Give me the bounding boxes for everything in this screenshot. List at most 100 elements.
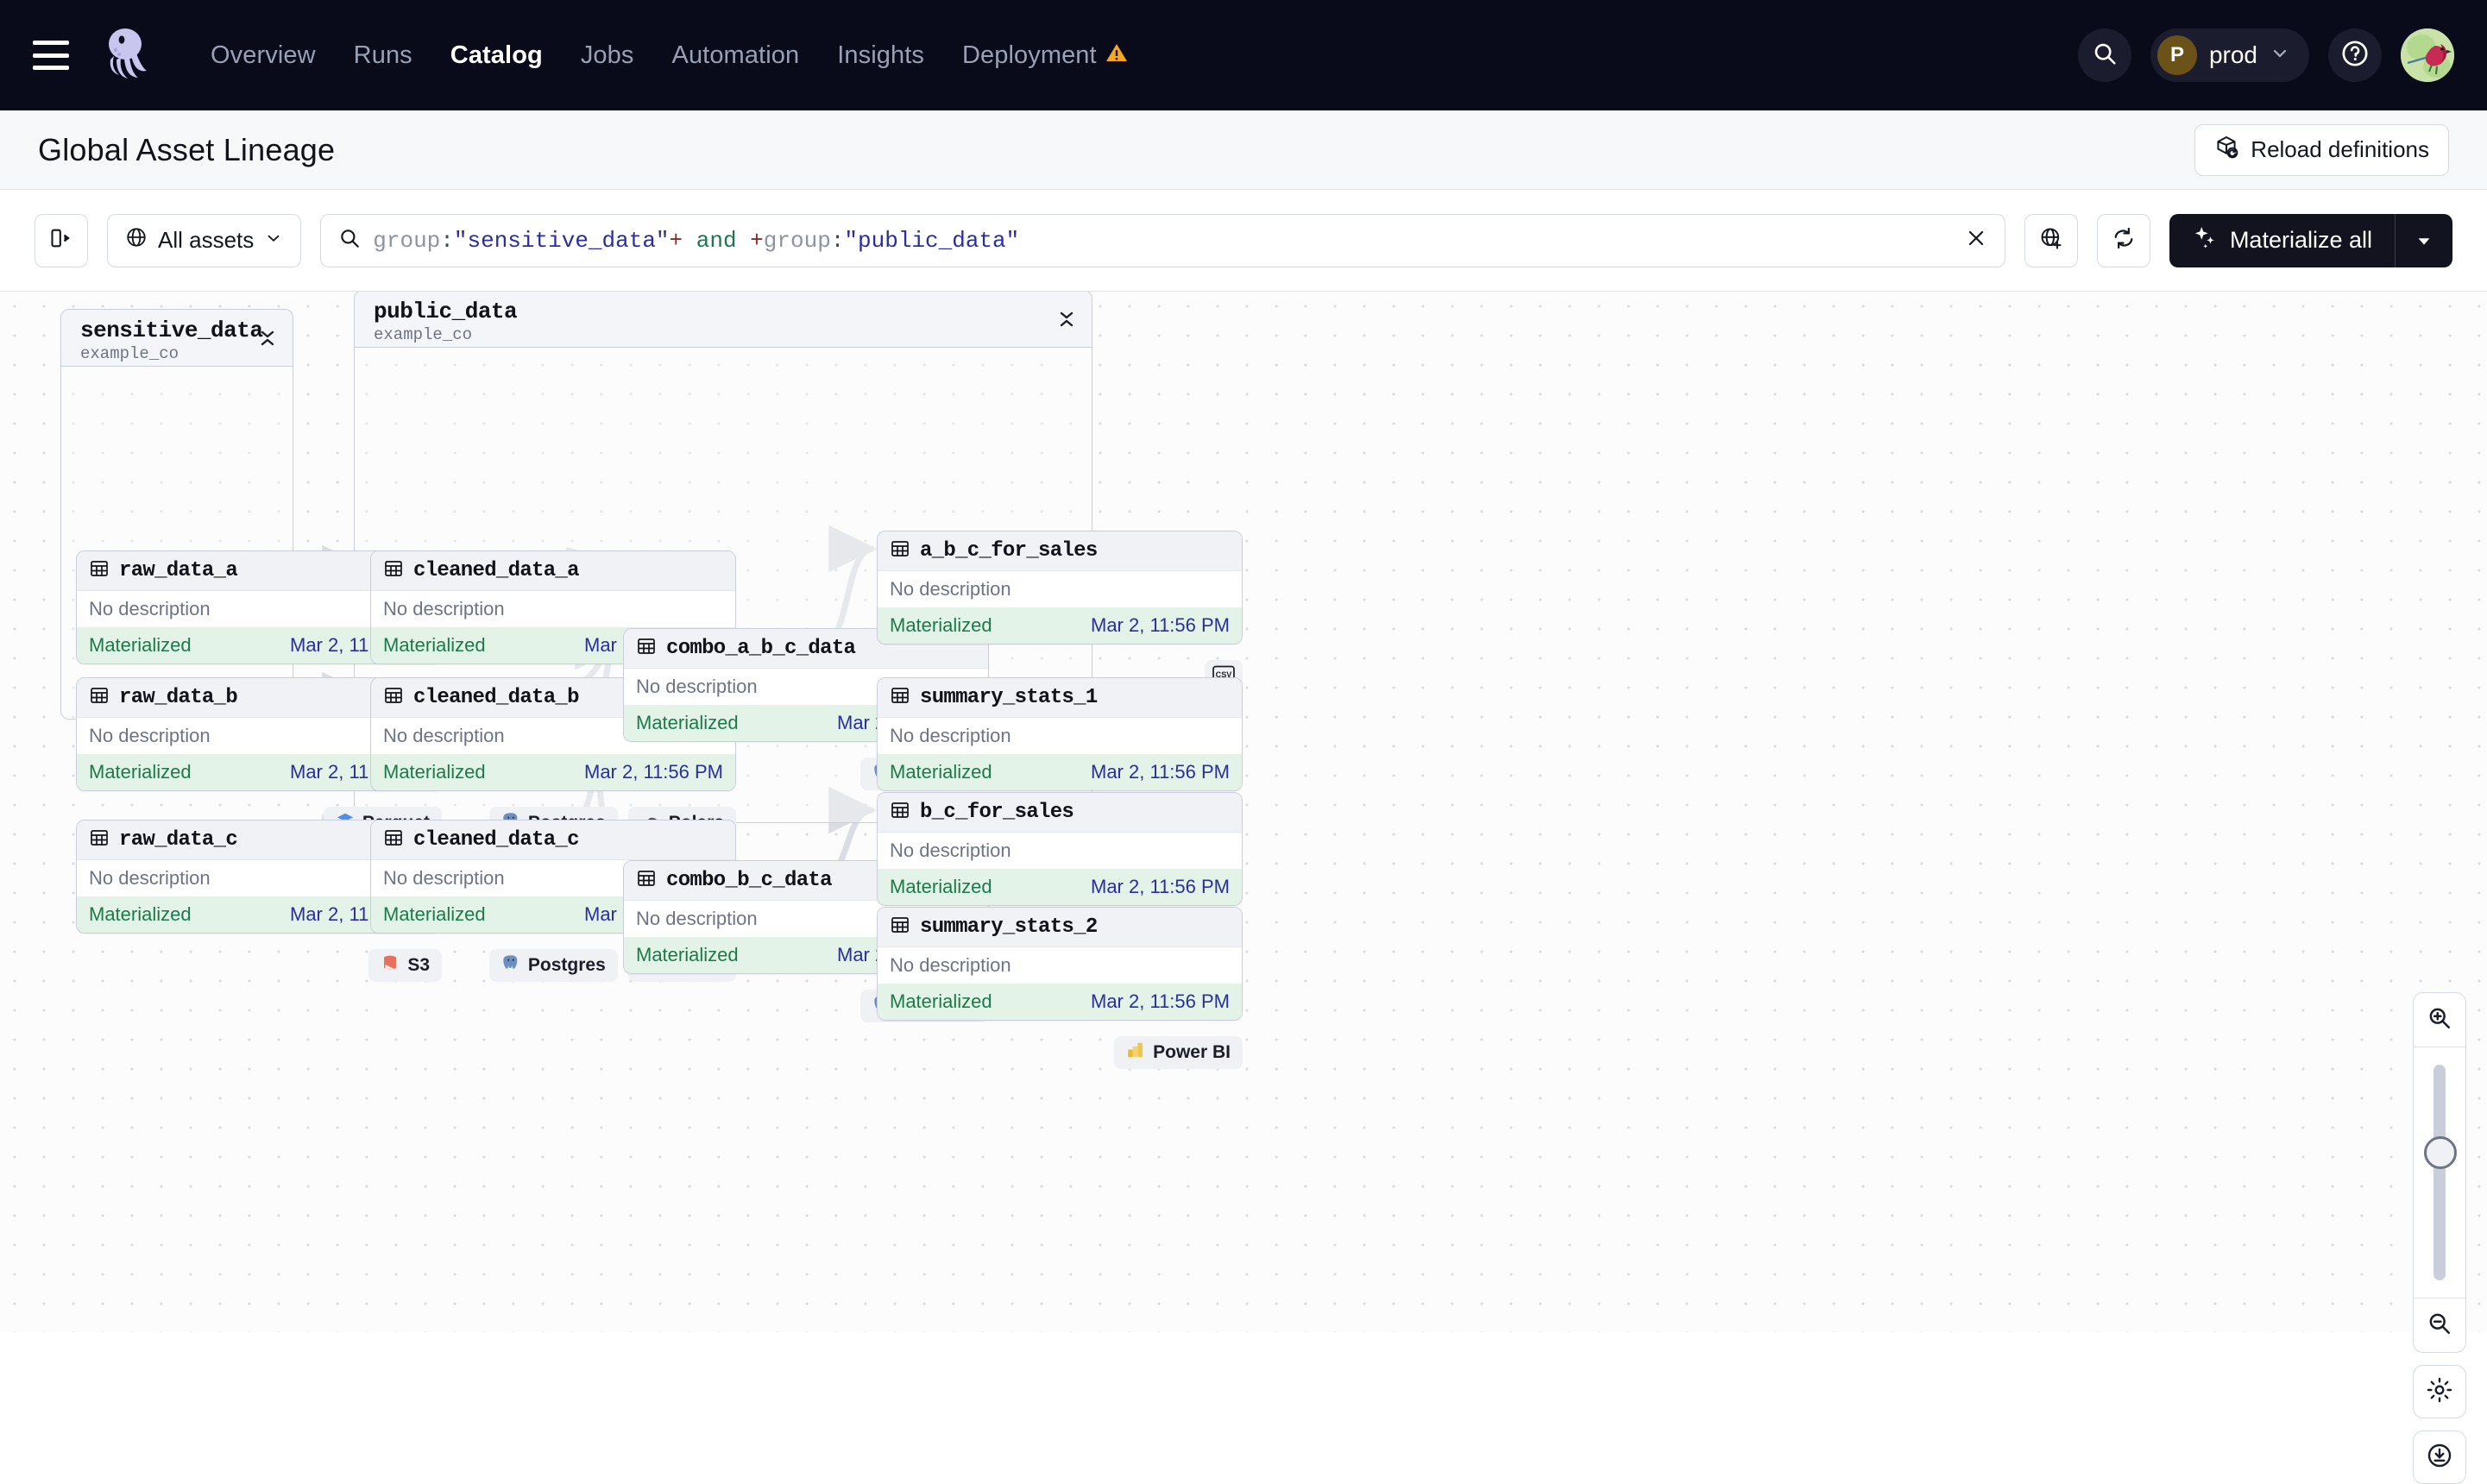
page-header: Global Asset Lineage Reload definitions: [0, 110, 2487, 190]
status-label: Materialized: [383, 903, 486, 925]
table-icon: [890, 915, 910, 940]
zoom-slider-knob[interactable]: [2424, 1136, 2457, 1169]
asset-node-name: cleaned_data_c: [413, 828, 580, 852]
status-label: Materialized: [89, 634, 192, 656]
nav-link-overview[interactable]: Overview: [211, 41, 316, 69]
zoom-in-button[interactable]: [2414, 993, 2465, 1047]
add-global-view-button[interactable]: [2024, 213, 2078, 267]
asset-tag-power-bi[interactable]: Power BI: [1114, 1036, 1243, 1069]
zoom-out-button[interactable]: [2414, 1298, 2465, 1352]
asset-node-description: No description: [878, 571, 1242, 607]
postgres-icon: [501, 953, 520, 978]
asset-node-name: raw_data_c: [119, 828, 238, 852]
user-avatar[interactable]: [2401, 28, 2454, 82]
asset-tag-label: S3: [407, 955, 430, 975]
global-search-button[interactable]: [2077, 28, 2131, 82]
status-label: Materialized: [890, 761, 992, 783]
asset-group-title: sensitive_data: [80, 318, 263, 343]
nav-link-deployment[interactable]: Deployment: [943, 33, 1147, 79]
asset-group-header: sensitive_data example_co: [61, 310, 293, 367]
sidebar-toggle-button[interactable]: [35, 213, 88, 267]
zoom-slider-stack: [2413, 992, 2466, 1353]
lineage-toolbar: All assets group:"sensitive_data"+ and +…: [0, 190, 2487, 292]
table-icon: [383, 827, 404, 852]
materialize-all-main[interactable]: Materialize all: [2169, 214, 2395, 267]
table-icon: [89, 558, 110, 583]
graph-settings-button[interactable]: [2413, 1365, 2466, 1418]
asset-node-header: a_b_c_for_sales: [878, 531, 1242, 571]
deployment-switcher[interactable]: P prod: [2150, 28, 2309, 82]
asset-lineage-canvas[interactable]: sensitive_data example_co public_data ex…: [0, 292, 2487, 1332]
status-label: Materialized: [636, 712, 739, 733]
reload-definitions-label: Reload definitions: [2251, 136, 2429, 162]
status-label: Materialized: [383, 761, 486, 783]
asset-node-tags: S3: [76, 949, 442, 982]
chevron-down-icon: [264, 227, 283, 254]
materialize-options-caret[interactable]: [2396, 214, 2452, 267]
asset-node-name: raw_data_b: [119, 686, 238, 709]
help-button[interactable]: [2328, 28, 2382, 82]
download-circle-icon: [2426, 1442, 2453, 1474]
nav-link-jobs[interactable]: Jobs: [580, 41, 634, 69]
nav-link-deployment-label: Deployment: [961, 41, 1097, 69]
asset-tag-s3[interactable]: S3: [368, 949, 442, 982]
table-icon: [890, 685, 910, 710]
asset-group-subtitle: example_co: [80, 344, 179, 363]
caret-down-icon: [2418, 237, 2430, 245]
asset-node-tags: Power BI: [877, 1036, 1243, 1069]
asset-node-header: cleaned_data_a: [371, 551, 735, 591]
download-graph-button[interactable]: [2413, 1431, 2466, 1484]
asset-node-name: a_b_c_for_sales: [920, 539, 1098, 563]
table-icon: [890, 538, 910, 563]
nav-link-runs[interactable]: Runs: [353, 41, 412, 69]
reload-definitions-button[interactable]: Reload definitions: [2194, 123, 2449, 176]
asset-node-name: b_c_for_sales: [920, 801, 1074, 824]
zoom-slider[interactable]: [2414, 1047, 2465, 1298]
asset-node-name: cleaned_data_a: [413, 559, 580, 582]
asset-node-name: raw_data_a: [119, 559, 238, 582]
hamburger-menu-icon[interactable]: [33, 41, 69, 70]
asset-group-title: public_data: [374, 299, 518, 324]
asset-selection-label: All assets: [158, 227, 255, 253]
deployment-initial: P: [2156, 35, 2197, 75]
asset-node-description: No description: [878, 718, 1242, 754]
table-icon: [636, 636, 657, 661]
asset-query-search-input[interactable]: group:"sensitive_data"+ and +group:"publ…: [320, 213, 2005, 267]
materialize-all-button[interactable]: Materialize all: [2169, 213, 2452, 267]
table-icon: [636, 868, 657, 893]
status-label: Materialized: [89, 761, 192, 783]
search-icon: [2092, 41, 2118, 71]
asset-selection-filter[interactable]: All assets: [107, 213, 302, 267]
asset-node-header: b_c_for_sales: [878, 793, 1242, 833]
table-icon: [890, 800, 910, 825]
asset-group-subtitle: example_co: [374, 325, 473, 344]
asset-node-status: Materialized Mar 2, 11:56 PM: [878, 754, 1242, 790]
asset-node-name: combo_b_c_data: [666, 869, 833, 892]
clear-search-icon[interactable]: [1965, 227, 1987, 254]
nav-link-catalog[interactable]: Catalog: [450, 41, 543, 69]
collapse-group-icon[interactable]: [258, 327, 277, 354]
collapse-group-icon[interactable]: [1057, 308, 1076, 335]
deployment-name: prod: [2208, 41, 2257, 68]
nav-link-automation[interactable]: Automation: [671, 41, 800, 69]
status-label: Materialized: [383, 634, 486, 656]
dagster-logo[interactable]: [95, 23, 159, 87]
asset-tag-label: Power BI: [1153, 1042, 1231, 1062]
refresh-button[interactable]: [2096, 213, 2150, 267]
globe-plus-icon: [2039, 226, 2063, 255]
asset-tag-postgres[interactable]: Postgres: [488, 949, 618, 982]
table-icon: [383, 558, 404, 583]
status-timestamp: Mar 2, 11:56 PM: [1091, 614, 1230, 636]
status-label: Materialized: [636, 944, 739, 965]
status-timestamp: Mar 2, 11:56 PM: [1091, 761, 1230, 783]
nav-link-insights[interactable]: Insights: [837, 41, 924, 69]
powerbi-icon: [1126, 1041, 1145, 1065]
